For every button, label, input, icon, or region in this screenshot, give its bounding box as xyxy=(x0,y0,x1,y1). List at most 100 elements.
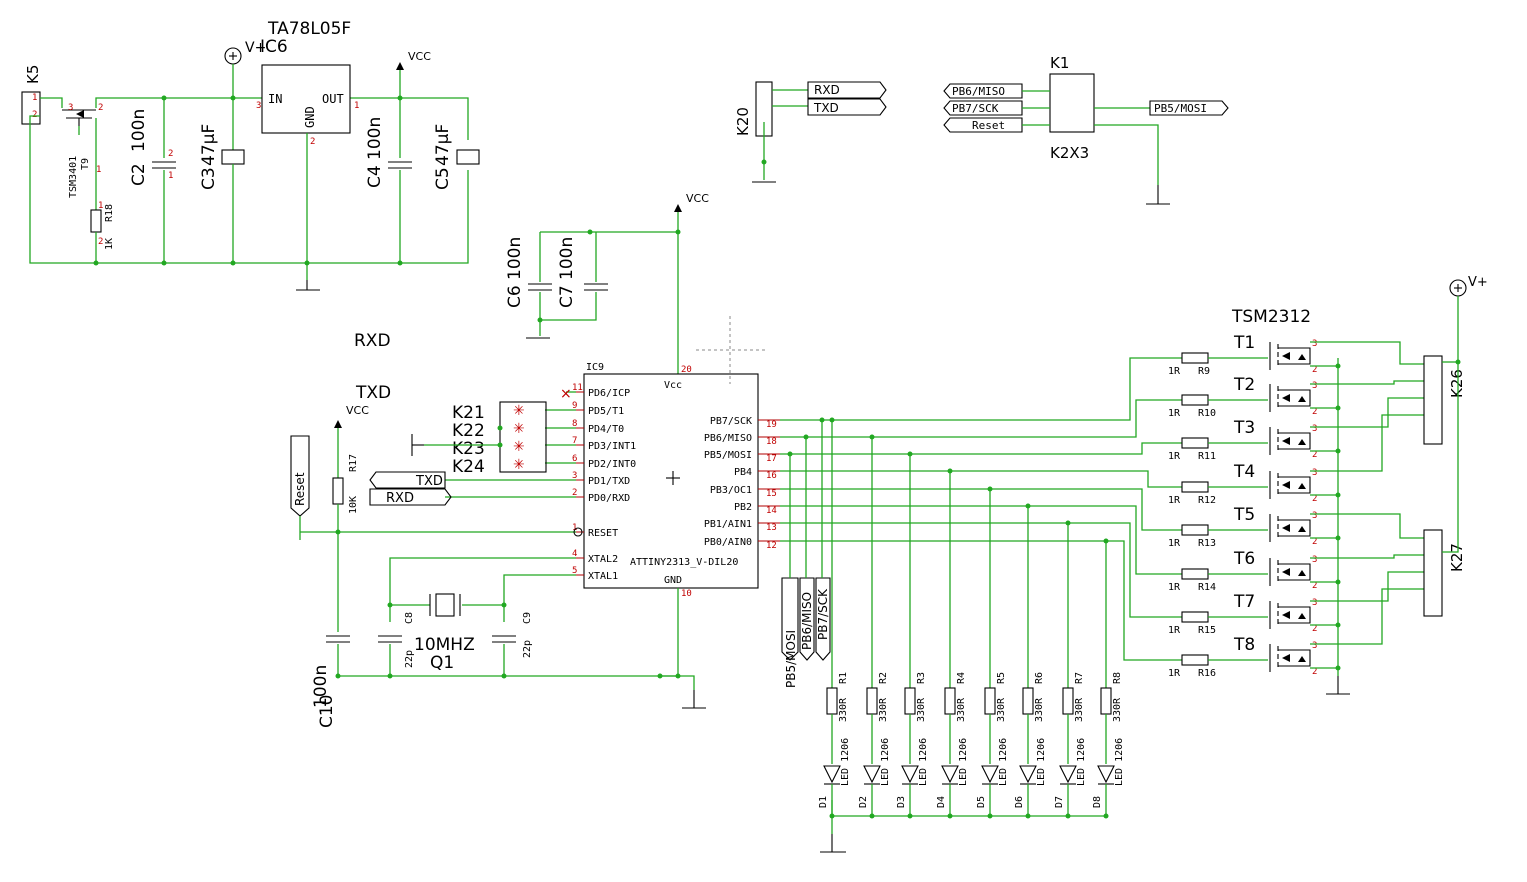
gate-resistor xyxy=(1181,654,1209,666)
c6-ref: C6 xyxy=(505,285,525,308)
mcu-vcc-pin: Vcc xyxy=(664,380,682,391)
gate-resistor-ref: R15 xyxy=(1198,625,1216,636)
led-resistor-val: 330R xyxy=(1034,697,1045,722)
mcu-rxd-label xyxy=(369,488,452,506)
mcu-pin-name: PB1/AIN1 xyxy=(704,519,752,530)
ic6-regulator xyxy=(261,64,351,134)
isp-mosi-text: PB5/MOSI xyxy=(1154,102,1207,115)
k1-label: K1 xyxy=(1050,54,1069,72)
mcu-pin-name: PD4/T0 xyxy=(588,424,624,435)
fet-t9: 3 2 1 TSM3401 T9 xyxy=(62,103,103,198)
k5-label: K5 xyxy=(24,65,42,84)
led-val: LED 1206 xyxy=(1114,738,1125,786)
mcu-pin-num: 2 xyxy=(572,488,577,498)
c3-cap xyxy=(221,149,245,165)
svg-text:3: 3 xyxy=(1312,511,1317,521)
gate-resistor-val: 1R xyxy=(1168,366,1181,377)
output-connectors: K26 K27 V+ xyxy=(1423,275,1488,617)
svg-text:✳: ✳ xyxy=(513,457,525,473)
led-resistor-val: 330R xyxy=(956,697,967,722)
r18-resistor xyxy=(90,209,102,233)
led-resistor-ref: R4 xyxy=(956,672,967,684)
free-rxd-label: RXD xyxy=(354,331,391,351)
k5-connector xyxy=(21,91,41,125)
c3-val: 47µF xyxy=(199,124,219,166)
led-diode xyxy=(1097,765,1115,784)
led-ref: D7 xyxy=(1054,796,1065,808)
mcu-pin-num: 3 xyxy=(572,471,577,481)
led-val: LED 1206 xyxy=(1076,738,1087,786)
mcu-pin-num: 14 xyxy=(766,506,777,516)
c4-val: 100n xyxy=(365,117,385,160)
vplus-label: V+ xyxy=(245,40,266,56)
led-resistor-val: 330R xyxy=(838,697,849,722)
mcu-pin-num: 12 xyxy=(766,541,777,551)
mcu-pin-num: 16 xyxy=(766,471,777,481)
c2-ref: C2 xyxy=(129,163,149,186)
bus-sck: PB7/SCK xyxy=(816,588,830,640)
svg-text:3: 3 xyxy=(68,103,73,113)
led-resistor xyxy=(866,687,878,715)
led-diode xyxy=(823,765,841,784)
mcu-pin-name: PB4 xyxy=(734,467,752,478)
vcc-label-mcu: VCC xyxy=(686,192,709,205)
svg-text:2: 2 xyxy=(1312,450,1317,460)
svg-text:2: 2 xyxy=(1312,537,1317,547)
led-diode xyxy=(1019,765,1037,784)
rxd-netlabel xyxy=(807,81,887,99)
led-resistor-ref: R3 xyxy=(916,672,927,684)
led-resistor-ref: R5 xyxy=(996,672,1007,684)
mcu-pin-name: PD6/ICP xyxy=(588,388,630,399)
mcu-gnd-pin: GND xyxy=(664,575,682,586)
k23-label: K23 xyxy=(452,439,485,459)
mcu-pin-name: PB0/AIN0 xyxy=(704,537,752,548)
mosfet-ref: T8 xyxy=(1233,635,1255,655)
mcu-pin-num: 5 xyxy=(572,566,577,576)
gate-resistor-val: 1R xyxy=(1168,625,1181,636)
svg-text:3: 3 xyxy=(1312,598,1317,608)
serial-section: K20 RXD TXD xyxy=(734,81,887,183)
c5-cap xyxy=(456,149,480,165)
gate-resistor-val: 1R xyxy=(1168,408,1181,419)
gate-resistor-ref: R13 xyxy=(1198,538,1216,549)
fet-t9-part: TSM3401 xyxy=(68,156,79,198)
led-resistor xyxy=(984,687,996,715)
led-val: LED 1206 xyxy=(840,738,851,786)
gate-resistor-ref: R9 xyxy=(1198,366,1210,377)
crystal-section: 10MHZ Q1 C8 22p C9 22p xyxy=(335,593,533,679)
mcu-part: ATTINY2313_V-DIL20 xyxy=(630,557,738,568)
svg-text:1: 1 xyxy=(96,165,101,175)
led-resistor-ref: R1 xyxy=(838,672,849,684)
svg-text:2: 2 xyxy=(1312,624,1317,634)
jumpers-k21-k24: K21 K22 K23 K24 ✳ ✳ ✳ ✳ xyxy=(411,401,547,477)
vcc-label-reset: VCC xyxy=(346,404,369,417)
led-resistor xyxy=(1062,687,1074,715)
svg-text:2: 2 xyxy=(168,149,173,159)
led-ref: D5 xyxy=(976,796,987,808)
k22-label: K22 xyxy=(452,421,485,441)
mcu-pin-num: 4 xyxy=(572,549,577,559)
c5-val: 47µF xyxy=(433,124,453,166)
gate-resistor xyxy=(1181,437,1209,449)
led-resistor xyxy=(1100,687,1112,715)
c6-val: 100n xyxy=(505,237,525,280)
mcu-txd-label xyxy=(369,471,446,489)
gate-resistor-val: 1R xyxy=(1168,582,1181,593)
svg-text:1: 1 xyxy=(98,201,103,211)
q1-val: 10MHZ xyxy=(414,635,475,655)
gate-resistor-ref: R10 xyxy=(1198,408,1216,419)
r17-val: 10K xyxy=(348,496,359,514)
svg-text:2: 2 xyxy=(1312,407,1317,417)
svg-text:2: 2 xyxy=(310,137,315,147)
led-ref: D2 xyxy=(858,796,869,808)
gate-resistor-ref: R12 xyxy=(1198,495,1216,506)
mcu-pin-num: 1 xyxy=(572,523,577,533)
vcc-label-reg: VCC xyxy=(408,50,431,63)
mosfet-ref: T2 xyxy=(1233,375,1255,395)
mcu-pin-name: PD2/INT0 xyxy=(588,459,636,470)
led-resistor xyxy=(826,687,838,715)
svg-text:2: 2 xyxy=(1312,667,1317,677)
q1-ref: Q1 xyxy=(430,653,454,673)
led-ref: D4 xyxy=(936,796,947,808)
svg-text:3: 3 xyxy=(1312,555,1317,565)
